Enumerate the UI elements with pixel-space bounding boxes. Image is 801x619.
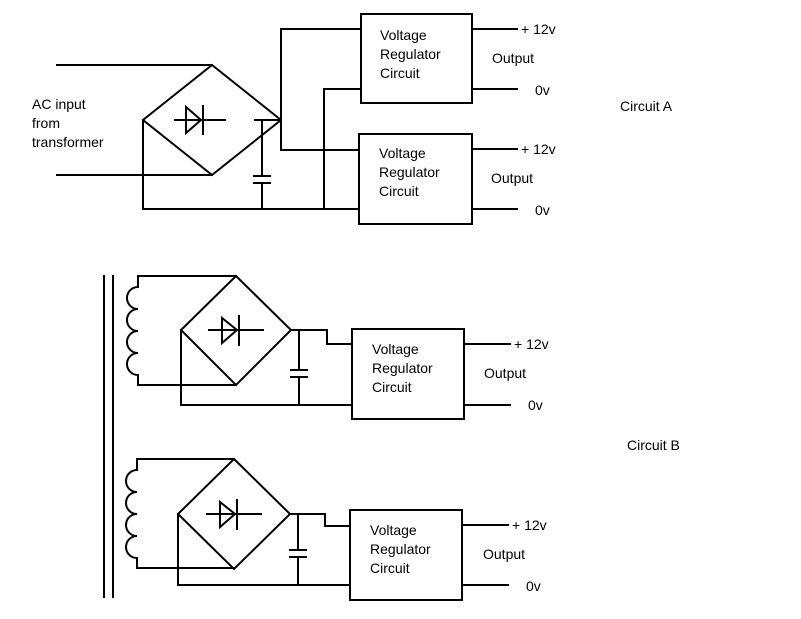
rectifier-positive-wire-a	[254, 28, 362, 121]
rectifier-positive-wire-b2	[289, 513, 351, 527]
voltage-regulator-b2	[349, 509, 463, 601]
diode-symbol-b1	[208, 315, 264, 346]
regulator-a2-line-2: Regulator	[379, 164, 440, 180]
voltage-regulator-a1	[360, 13, 473, 104]
regulator-a1-line-2: Regulator	[380, 46, 441, 62]
circuit-a: Voltage Regulator Circuit + 12v Output 0…	[32, 13, 673, 225]
output-label-b1: Output	[484, 365, 526, 381]
zero-label-b1: 0v	[528, 397, 543, 413]
ac-input-label-line-2: from	[32, 115, 60, 131]
regulator-b1-line-3: Circuit	[372, 379, 412, 395]
regulator-a2-line-3: Circuit	[379, 183, 419, 199]
bridge-rectifier-b2	[176, 457, 292, 571]
regulator-b2-line-1: Voltage	[370, 522, 417, 538]
rectifier-positive-wire-b1	[290, 329, 353, 345]
ac-input-label-line-3: transformer	[32, 134, 104, 150]
diode-symbol-b2	[206, 499, 262, 530]
positive-label-b2: + 12v	[512, 517, 547, 533]
secondary-coil-upper	[126, 275, 139, 386]
zero-label-a2: 0v	[535, 202, 550, 218]
regulator-b1-line-1: Voltage	[372, 341, 419, 357]
circuit-b: Voltage Regulator Circuit + 12v Output 0…	[103, 274, 680, 601]
zero-label-b2: 0v	[526, 578, 541, 594]
positive-label-b1: + 12v	[514, 336, 549, 352]
positive-label-a2: + 12v	[521, 141, 556, 157]
ac-input-label-line-1: AC input	[32, 96, 86, 112]
regulator-a1-line-1: Voltage	[380, 27, 427, 43]
regulator-b1-line-2: Regulator	[372, 360, 433, 376]
regulator-a2-line-1: Voltage	[379, 145, 426, 161]
voltage-regulator-b1	[351, 328, 465, 420]
bridge-rectifier-a	[141, 63, 283, 177]
output-label-a2: Output	[491, 170, 533, 186]
feed-to-reg-a2	[280, 119, 362, 151]
circuit-b-label: Circuit B	[627, 437, 680, 453]
circuit-a-label: Circuit A	[620, 98, 673, 114]
regulator-b2-line-2: Regulator	[370, 541, 431, 557]
output-label-b2: Output	[483, 546, 525, 562]
output-label-a1: Output	[492, 50, 534, 66]
voltage-regulator-a2	[358, 133, 473, 225]
diode-symbol-a	[174, 104, 226, 136]
bridge-rectifier-b1	[179, 274, 293, 387]
regulator-b2-line-3: Circuit	[370, 560, 410, 576]
zero-label-a1: 0v	[535, 82, 550, 98]
regulator-a1-line-3: Circuit	[380, 65, 420, 81]
positive-label-a1: + 12v	[521, 21, 556, 37]
secondary-coil-lower	[125, 458, 138, 569]
